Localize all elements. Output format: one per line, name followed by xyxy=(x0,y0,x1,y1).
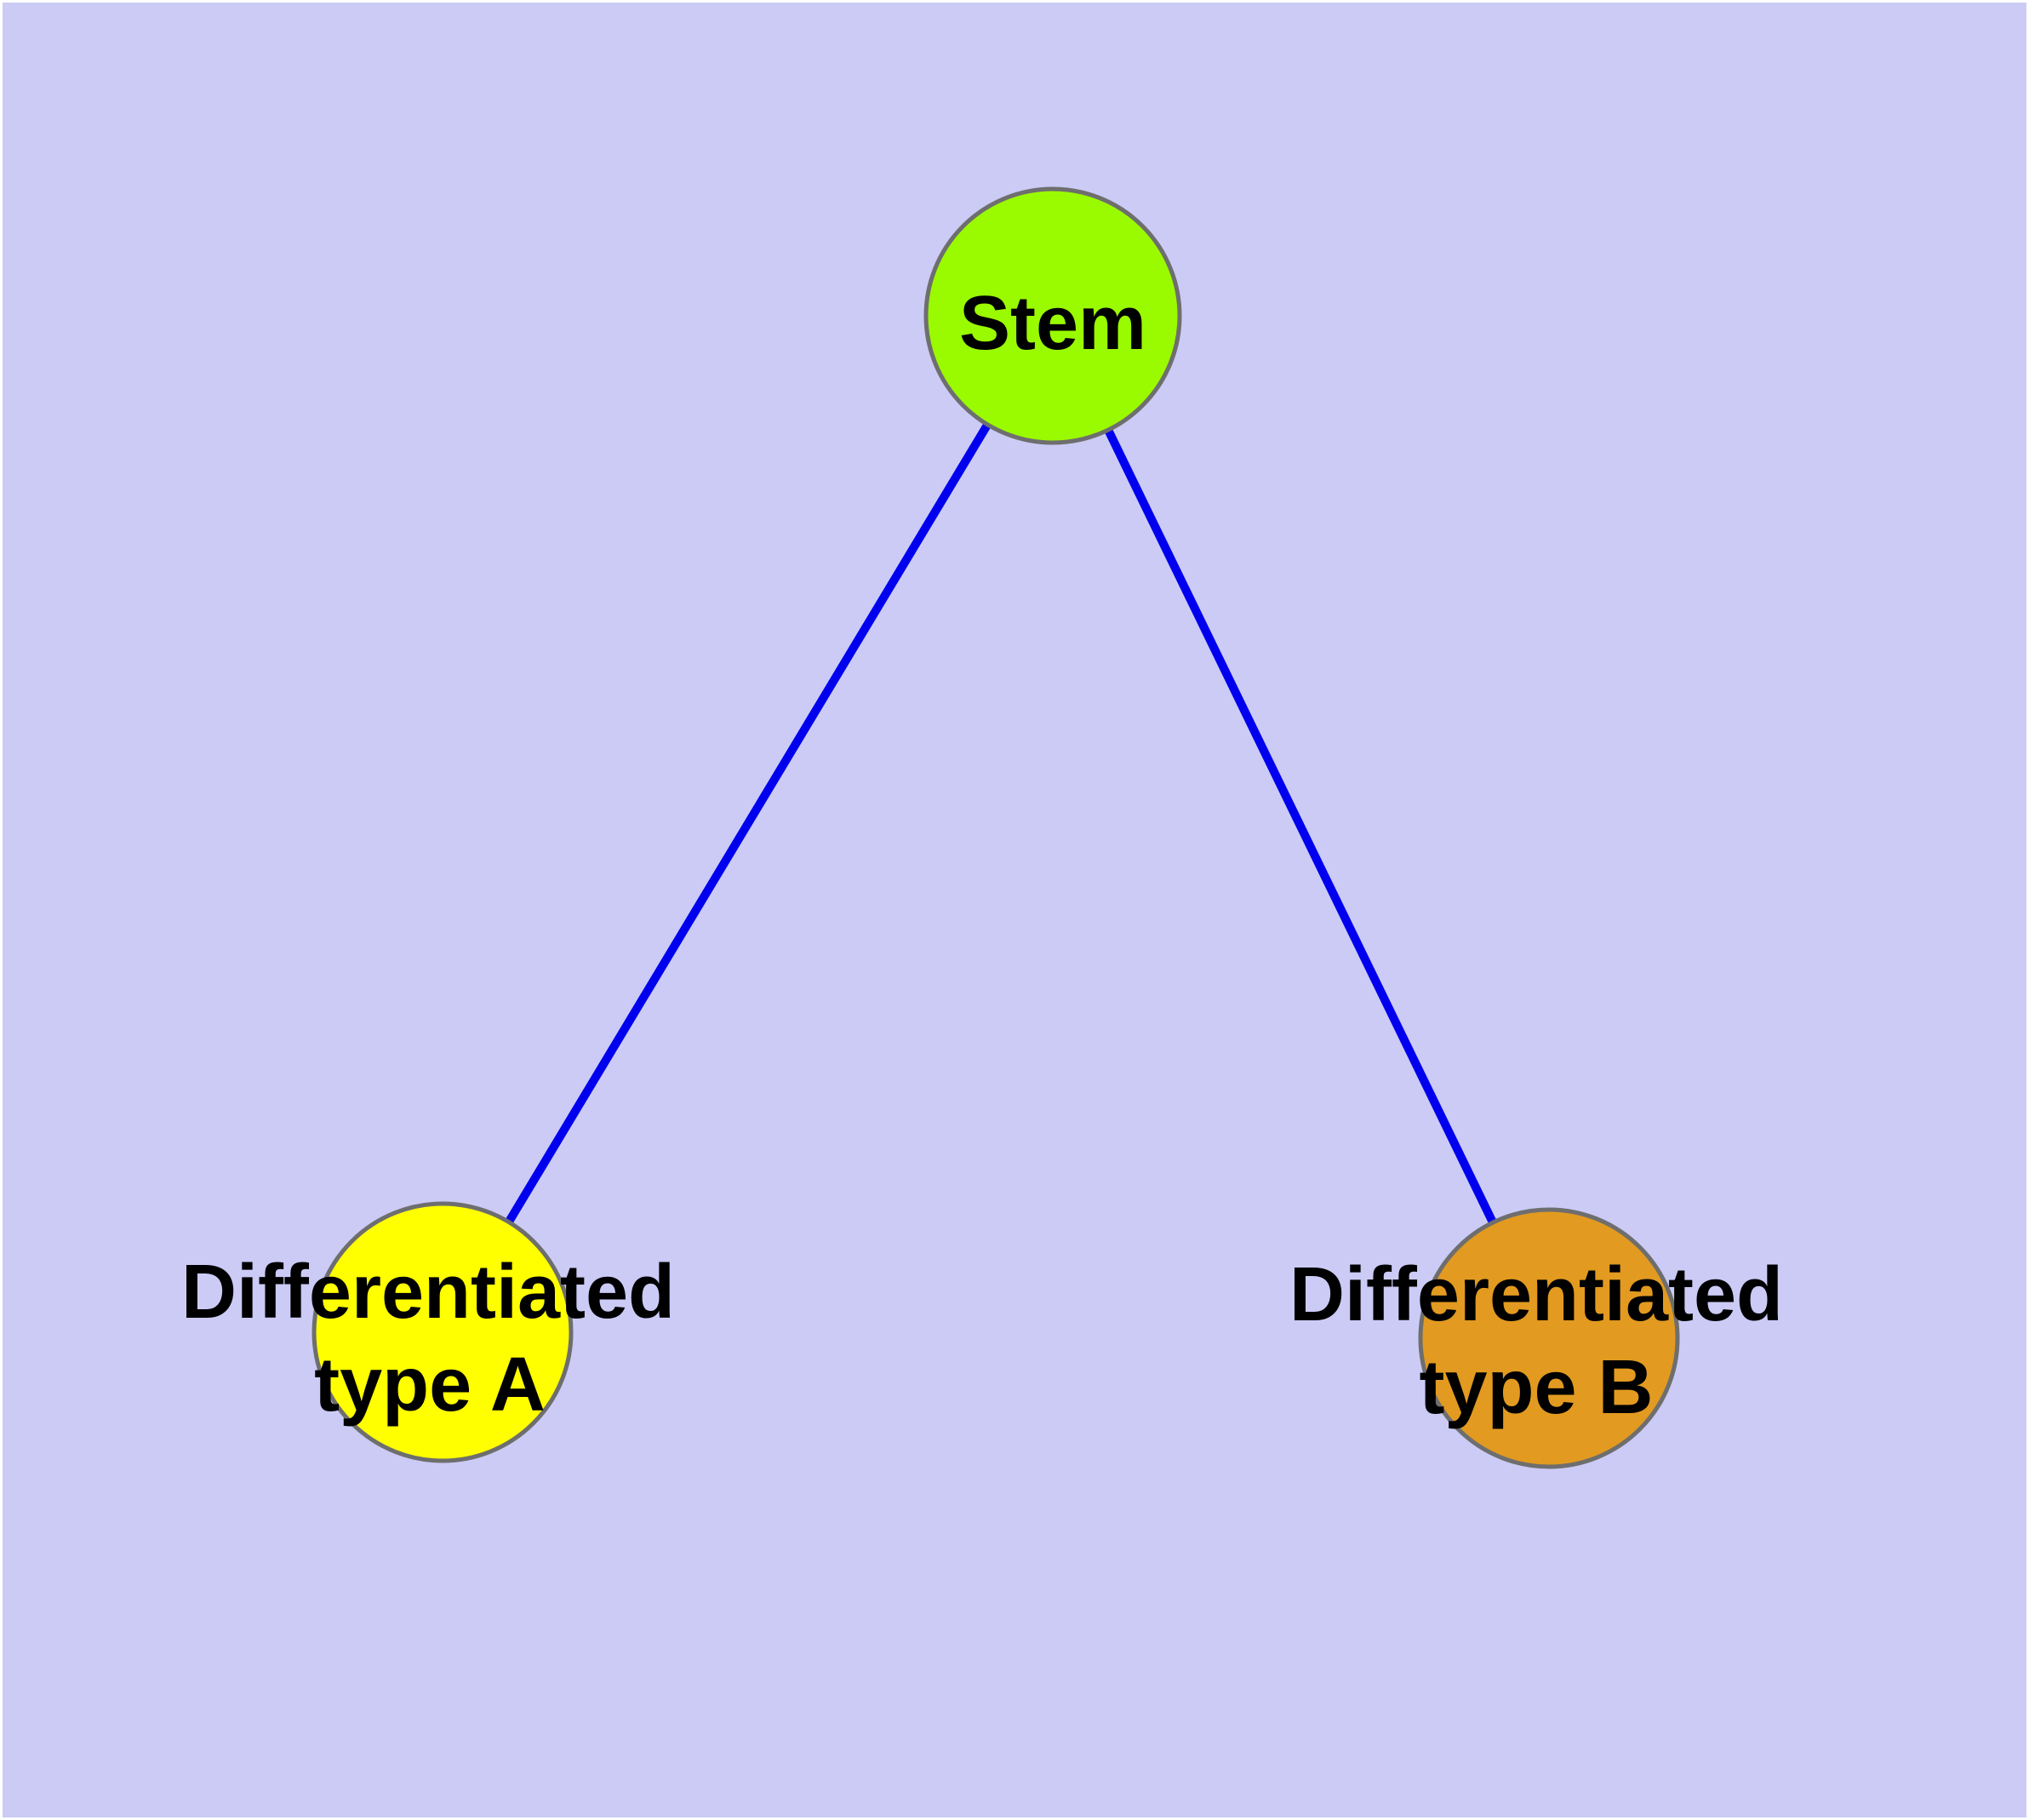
edge-stem-to-type-a xyxy=(438,313,1057,1335)
node-differentiated-type-a: Differentiated type A xyxy=(181,1201,675,1463)
node-type-b-label-line1: Differentiated xyxy=(1289,1252,1783,1337)
node-type-b-label-line2: type B xyxy=(1419,1345,1653,1430)
node-type-a-label-line1: Differentiated xyxy=(181,1250,675,1335)
node-stem: Stem xyxy=(923,186,1182,445)
node-differentiated-type-b: Differentiated type B xyxy=(1289,1207,1783,1469)
edge-stem-to-type-b xyxy=(1049,313,1553,1341)
edges xyxy=(438,313,1553,1341)
node-stem-circle xyxy=(923,186,1182,445)
node-type-b-circle xyxy=(1418,1207,1680,1469)
node-type-a-circle xyxy=(311,1201,574,1463)
node-stem-label: Stem xyxy=(959,281,1146,366)
node-type-a-label-line2: type A xyxy=(314,1342,546,1428)
